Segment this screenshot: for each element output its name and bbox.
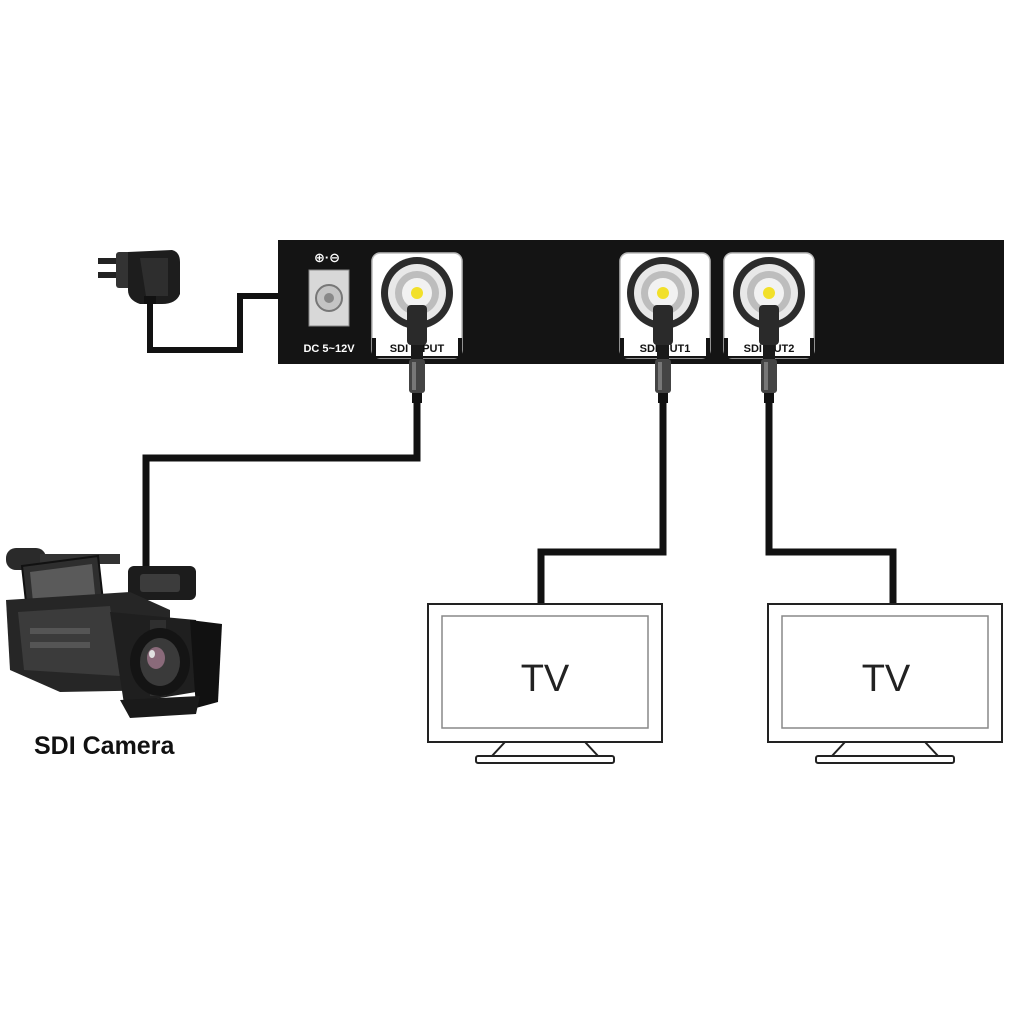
out1-cable xyxy=(537,396,667,607)
out2-cable xyxy=(765,396,897,607)
sdi-camera: SDI Camera xyxy=(6,548,222,760)
bnc-plug-icon xyxy=(407,305,427,403)
power-cable xyxy=(147,293,285,353)
tv-label: TV xyxy=(862,658,911,700)
tv-icon xyxy=(767,603,1003,764)
port-sdi-out1: SDI OUT1 xyxy=(619,252,711,359)
power-polarity-symbol: ⊕·⊖ xyxy=(314,250,340,265)
tv-display-2: TV xyxy=(767,603,1003,764)
tv-label: TV xyxy=(521,658,570,700)
tv-display-1: TV xyxy=(427,603,663,764)
tv-icon xyxy=(427,603,663,764)
power-adapter-icon xyxy=(98,250,180,304)
bnc-plugs xyxy=(407,305,779,403)
bnc-plug-icon xyxy=(653,305,673,403)
video-camera-icon xyxy=(6,548,222,718)
camera-label: SDI Camera xyxy=(34,732,175,760)
bnc-plug-icon xyxy=(759,305,779,403)
cables xyxy=(142,293,897,607)
input-cable xyxy=(142,396,421,572)
sdi-splitter-device: ⊕·⊖ DC 5~12V SDI INPUT xyxy=(278,240,1004,364)
power-label: DC 5~12V xyxy=(303,343,355,355)
dc-power-jack: ⊕·⊖ DC 5~12V xyxy=(303,250,355,355)
